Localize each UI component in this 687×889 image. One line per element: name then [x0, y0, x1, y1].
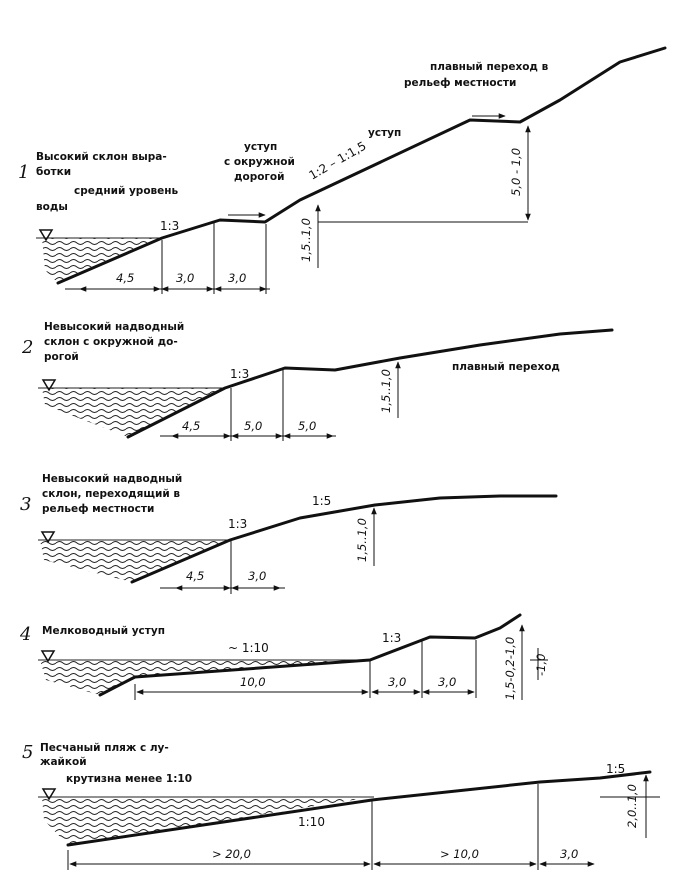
dim-label: 2,0..1,0: [625, 784, 639, 828]
profile-1: 1 Высокий склон выра- ботки средний уров…: [18, 46, 667, 294]
dim-label: 3,0: [176, 271, 194, 285]
dim-label: 3,0: [560, 847, 578, 861]
slope-label: 1:3: [382, 631, 401, 645]
dim-label: 1,5..1,0: [299, 218, 313, 262]
profile-3: 3 Невысокий надводный склон, переходящий…: [20, 473, 558, 594]
water-body: [40, 540, 230, 582]
beach-note: крутизна менее 1:10: [66, 773, 192, 785]
water-level-marker: [38, 229, 54, 242]
water-level-marker: [41, 788, 57, 801]
water-body: [42, 797, 372, 845]
transition-label: плавный переход в: [430, 61, 549, 73]
dim-label: 1,5..1,0: [355, 518, 369, 562]
water-body: [42, 238, 162, 283]
slope-label: 1:3: [160, 219, 179, 233]
slope-label: 1:5: [606, 762, 625, 776]
profile-title: Невысокий надводный: [42, 473, 182, 485]
profile-title: Мелководный уступ: [42, 625, 165, 637]
profile-title: ботки: [36, 166, 71, 178]
dim-label: > 20,0: [212, 847, 251, 861]
dim-label: 1,5..1,0: [379, 369, 393, 413]
dim-label: 5,0 - 1,0: [509, 148, 523, 196]
slope-label: 1:3: [230, 367, 249, 381]
ledge-road-label: дорогой: [234, 171, 284, 183]
dim-label: > 10,0: [440, 847, 479, 861]
ledge-road-label: уступ: [244, 141, 277, 153]
dim-label: 4,5: [182, 419, 200, 433]
water-body: [40, 660, 370, 695]
profile-number: 5: [22, 742, 33, 763]
profile-4: 4 Мелководный уступ ~ 1:10 1:3 10,0 3,0 …: [19, 613, 548, 700]
water-level-marker: [40, 531, 56, 544]
water-level-marker: [40, 650, 56, 663]
profile-title: Песчаный пляж с лу-: [40, 742, 169, 754]
profile-title: рельеф местности: [42, 503, 154, 515]
dim-label: -1,0: [534, 654, 548, 676]
profile-number: 2: [21, 337, 33, 358]
dim-label: 3,0: [248, 569, 266, 583]
terrain-profile: [130, 494, 558, 584]
terrain-profile: [66, 770, 652, 847]
profile-title: склон с окружной до-: [44, 336, 178, 348]
dim-label: 5,0: [298, 419, 316, 433]
terrain-profile: [56, 46, 667, 285]
ledge-road-label: с окружной: [224, 156, 295, 168]
terrain-profile: [98, 613, 522, 697]
dim-label: 3,0: [388, 675, 406, 689]
dim-label: 5,0: [244, 419, 262, 433]
dim-label: 4,5: [186, 569, 204, 583]
profile-title: Высокий склон выра-: [36, 151, 167, 163]
transition-label: плавный переход: [452, 361, 560, 373]
profile-title: Невысокий надводный: [44, 321, 184, 333]
slope-label: 1:10: [298, 815, 325, 829]
dim-label: 3,0: [228, 271, 246, 285]
transition-label: рельеф местности: [404, 77, 516, 89]
dim-label: 4,5: [116, 271, 134, 285]
slope-label: 1:2 – 1:1,5: [307, 139, 369, 183]
ledge-label: уступ: [368, 127, 401, 139]
profile-number: 4: [19, 624, 31, 645]
slope-label: ~ 1:10: [228, 641, 269, 655]
slope-label: 1:3: [228, 517, 247, 531]
profile-number: 3: [20, 494, 31, 515]
terrain-profile: [126, 328, 614, 439]
profile-number: 1: [18, 162, 29, 183]
water-level-label: воды: [36, 201, 68, 213]
dim-label: 3,0: [438, 675, 456, 689]
profile-title: жайкой: [40, 756, 87, 768]
dim-label: 1,5-0,2-1,0: [503, 637, 517, 700]
water-level-label: средний уровень: [74, 185, 179, 197]
water-body: [42, 388, 225, 437]
slope-label: 1:5: [312, 494, 331, 508]
water-level-marker: [41, 379, 57, 392]
profile-5: 5 Песчаный пляж с лу- жайкой крутизна ме…: [22, 742, 660, 870]
profile-title: склон, переходящий в: [42, 488, 180, 500]
profile-2: 2 Невысокий надводный склон с окружной д…: [21, 321, 614, 441]
profile-title: рогой: [44, 351, 79, 363]
dim-label: 10,0: [240, 675, 266, 689]
